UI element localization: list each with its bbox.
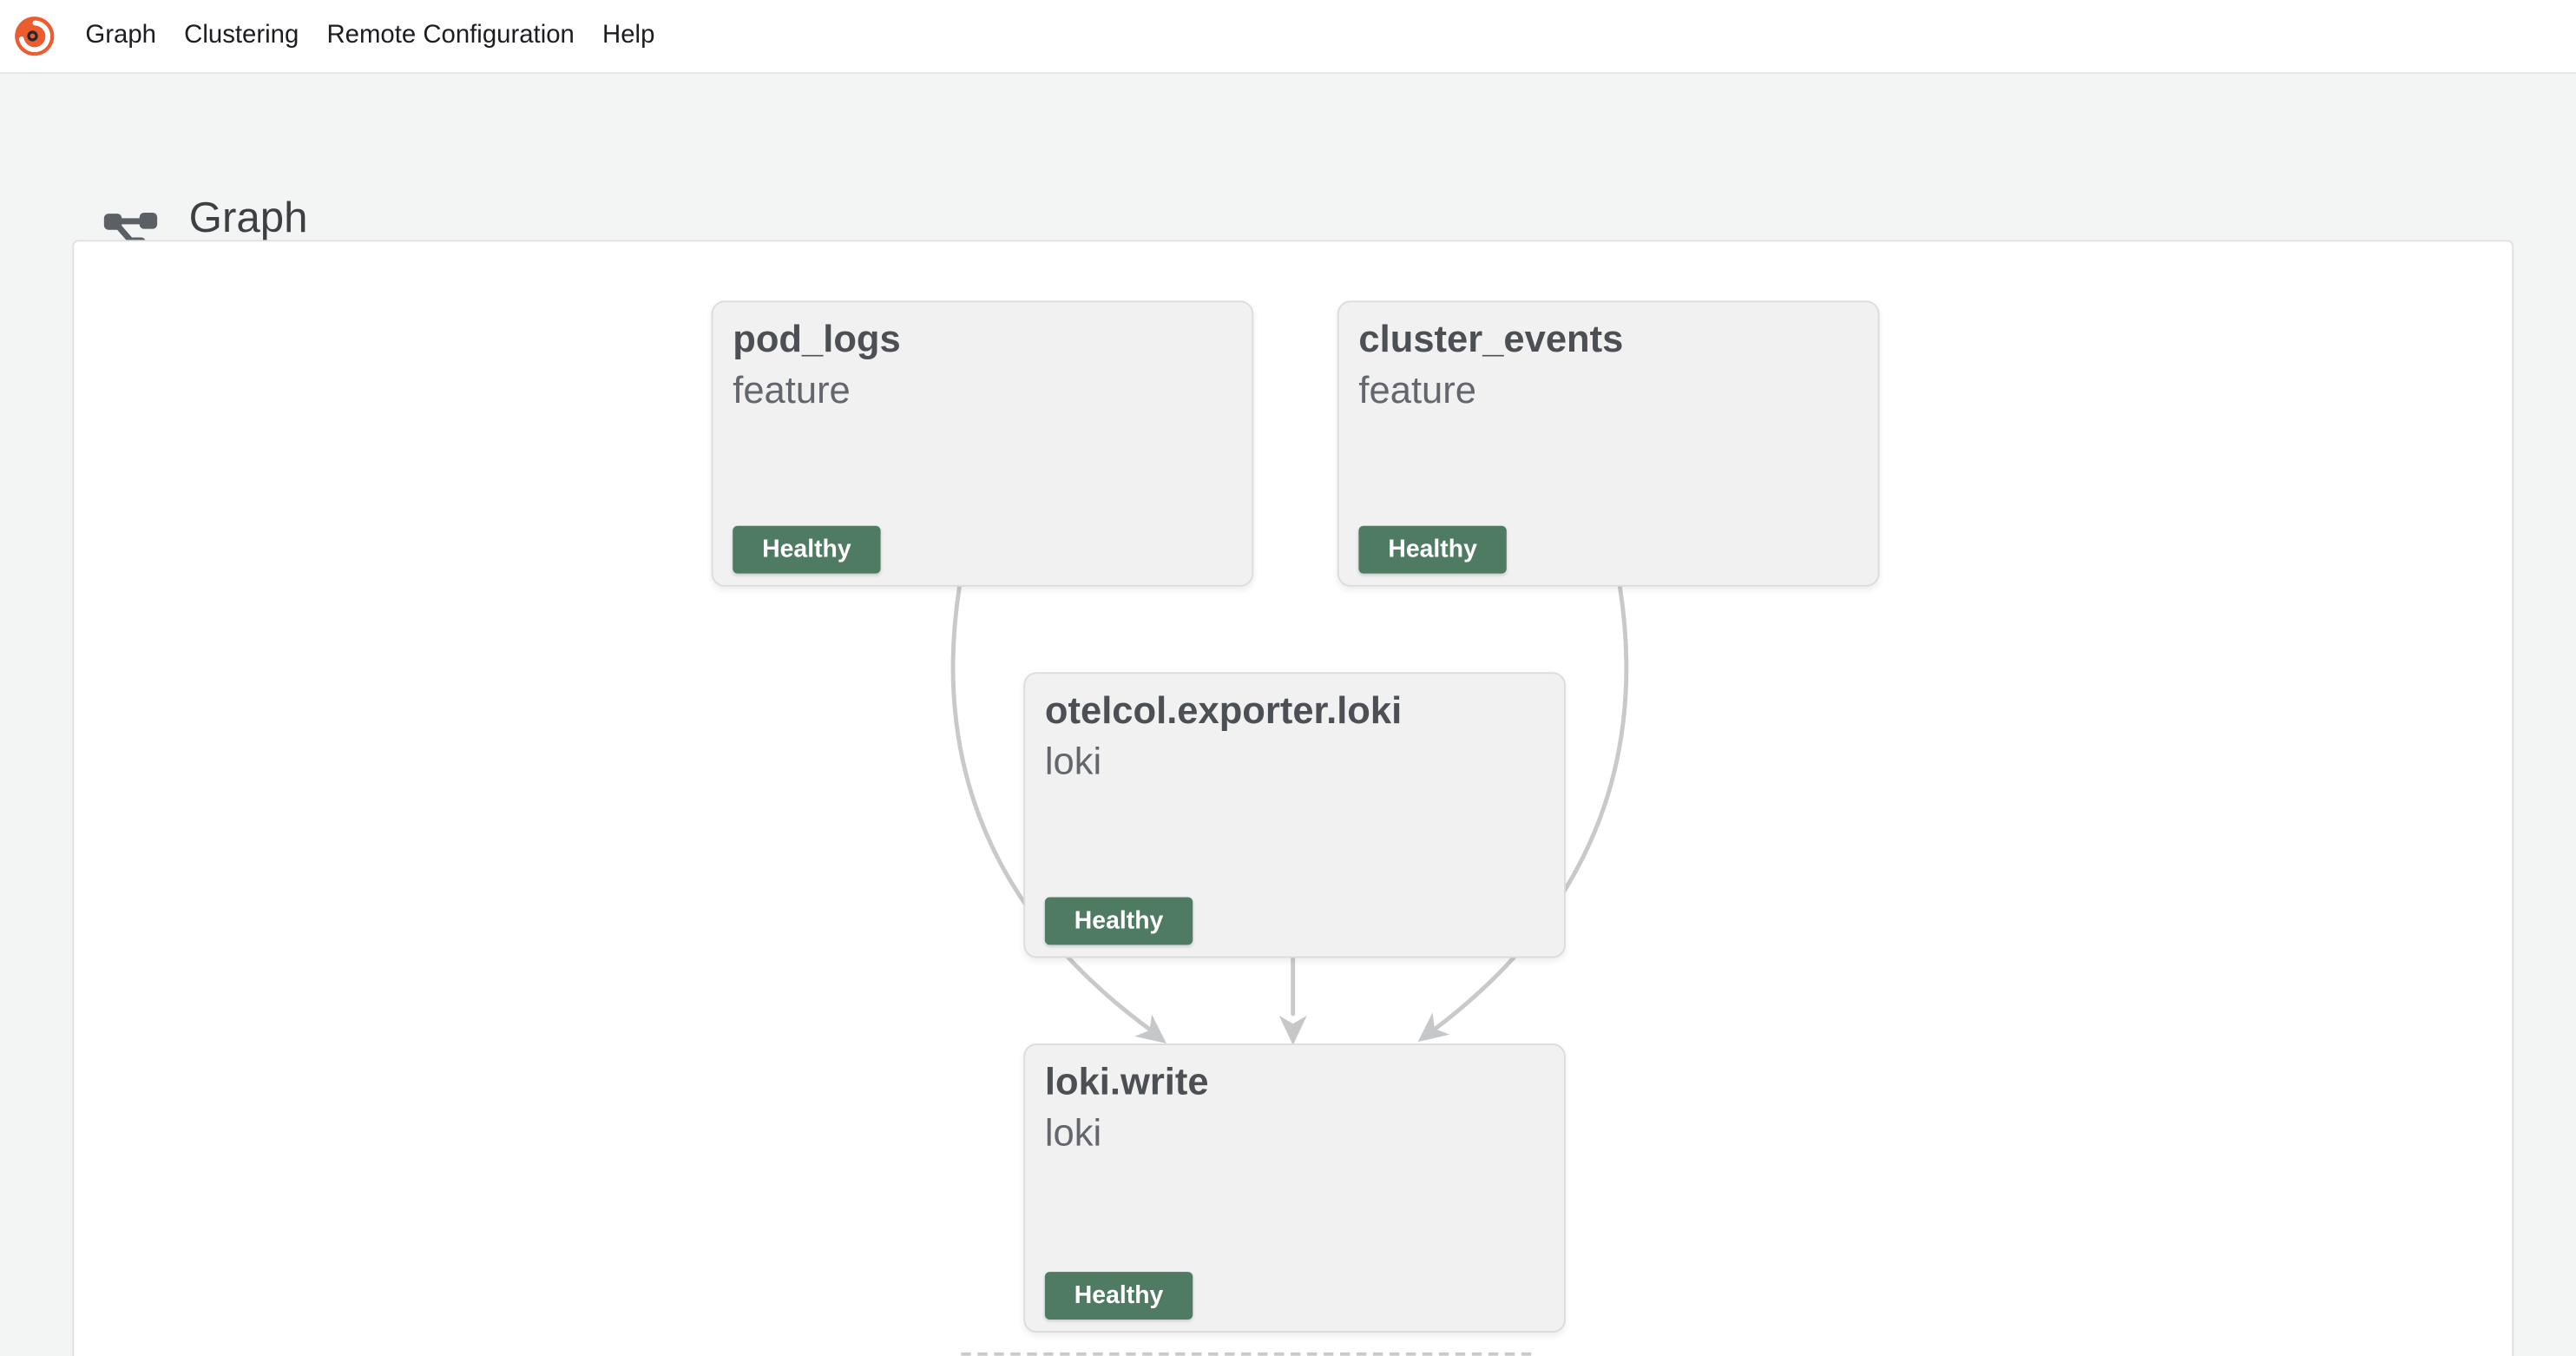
node-title: cluster_events [1358,317,1624,360]
node-card-otelcol_exporter_loki[interactable]: otelcol.exporter.loki loki Healthy [1023,672,1566,958]
health-badge: Healthy [733,525,881,574]
health-badge: Healthy [1358,525,1507,574]
health-badge: Healthy [1044,897,1193,945]
graph-panel: pod_logs feature Healthy cluster_events … [72,240,2514,1356]
arrowhead-right [1417,1012,1450,1043]
node-subtitle: feature [733,368,851,411]
health-badge: Healthy [1044,1272,1193,1320]
node-title: pod_logs [733,317,901,360]
node-title: otelcol.exporter.loki [1044,688,1403,732]
node-subtitle: loki [1044,739,1102,783]
nav-item-remote-configuration[interactable]: Remote Configuration [326,21,575,49]
nav-item-graph[interactable]: Graph [85,21,157,49]
page-header: Graph Relationships between defined comp… [0,76,2576,276]
node-card-pod_logs[interactable]: pod_logs feature Healthy [711,300,1254,587]
arrowhead-left [1134,1014,1166,1043]
top-nav-bar: Graph Clustering Remote Configuration He… [0,0,2576,75]
edge-pod_logs-loki_write [950,584,1156,1035]
page-title: Graph [188,192,308,242]
grafana-alloy-logo-icon[interactable] [13,15,56,57]
nav-item-help[interactable]: Help [602,21,655,49]
graph-edges [950,584,1629,1045]
nav-item-clustering[interactable]: Clustering [184,21,299,49]
node-subtitle: loki [1044,1110,1102,1154]
node-card-loki_write[interactable]: loki.write loki Healthy [1023,1043,1566,1333]
node-title: loki.write [1044,1059,1209,1103]
cutoff-node-top-edge [961,1352,1532,1356]
nav-items: Graph Clustering Remote Configuration He… [85,22,654,51]
node-subtitle: feature [1358,368,1476,411]
node-card-cluster_events[interactable]: cluster_events feature Healthy [1337,300,1880,587]
edge-cluster_events-loki_write [1429,584,1629,1035]
arrowhead-middle [1278,1015,1307,1045]
